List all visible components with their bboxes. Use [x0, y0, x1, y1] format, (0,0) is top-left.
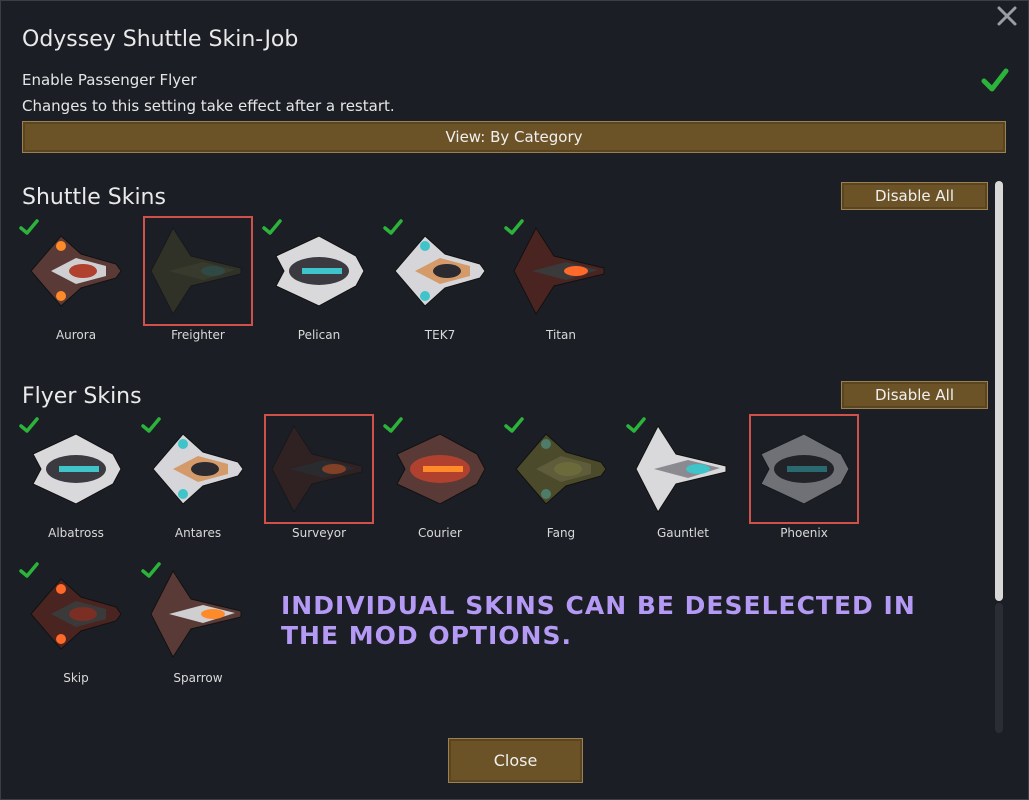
skin-frame: [264, 414, 374, 524]
courier-ship-icon: [396, 433, 486, 505]
skin-label: Sparrow: [173, 671, 223, 685]
skin-tile-skip[interactable]: Skip: [19, 559, 131, 685]
albatross-check-icon: [19, 417, 39, 433]
skin-label: Courier: [418, 526, 462, 540]
freighter-ship-icon: [150, 226, 242, 316]
fang-ship-icon: [515, 433, 607, 505]
skin-label: Surveyor: [291, 526, 347, 540]
skin-tile-surveyor[interactable]: Surveyor: [264, 414, 374, 540]
skin-tile-sparrow[interactable]: Sparrow: [141, 559, 253, 685]
tek7-ship-icon: [394, 235, 486, 307]
skin-label: TEK7: [424, 328, 456, 342]
skin-label: Antares: [174, 526, 222, 540]
shuttle-skins-heading: Shuttle Skins: [22, 185, 166, 210]
dialog-title: Odyssey Shuttle Skin-Job: [22, 27, 299, 52]
skin-label: Aurora: [55, 328, 97, 342]
skin-tile-antares[interactable]: Antares: [141, 414, 253, 540]
restart-note: Changes to this setting take effect afte…: [22, 97, 395, 115]
passenger-flyer-label: Enable Passenger Flyer: [22, 71, 197, 89]
skin-frame: [749, 414, 859, 524]
antares-check-icon: [141, 417, 161, 433]
skin-tile-titan[interactable]: Titan: [504, 216, 616, 342]
scrollbar-thumb[interactable]: [995, 181, 1003, 601]
skin-label: Titan: [546, 328, 576, 342]
flyer-disable-all-button[interactable]: Disable All: [841, 381, 988, 409]
flyer-skins-heading: Flyer Skins: [22, 384, 142, 409]
aurora-check-icon: [19, 219, 39, 235]
phoenix-ship-icon: [760, 433, 850, 505]
skin-tile-albatross[interactable]: Albatross: [19, 414, 131, 540]
close-button[interactable]: Close: [448, 738, 583, 783]
skin-tile-freighter[interactable]: Freighter: [143, 216, 253, 342]
pelican-check-icon: [262, 219, 282, 235]
skin-label: Freighter: [171, 328, 225, 342]
antares-ship-icon: [152, 433, 244, 505]
skin-label: Fang: [546, 526, 576, 540]
skin-tile-aurora[interactable]: Aurora: [19, 216, 131, 342]
passenger-flyer-checkbox[interactable]: [981, 67, 1009, 93]
skin-tile-tek7[interactable]: TEK7: [383, 216, 495, 342]
skin-tile-fang[interactable]: Fang: [504, 414, 616, 540]
skin-label: Albatross: [48, 526, 104, 540]
sparrow-ship-icon: [150, 569, 242, 659]
skin-frame: [143, 216, 253, 326]
skip-check-icon: [19, 562, 39, 578]
scrollbar[interactable]: [992, 179, 1006, 737]
fang-check-icon: [504, 417, 524, 433]
gauntlet-ship-icon: [635, 424, 727, 514]
close-icon[interactable]: [996, 5, 1018, 27]
skin-label: Pelican: [297, 328, 341, 342]
albatross-ship-icon: [32, 433, 122, 505]
overlay-caption: Individual skins can be deselected in th…: [281, 591, 916, 650]
sparrow-check-icon: [141, 562, 161, 578]
scrollbar-track[interactable]: [995, 603, 1003, 733]
courier-check-icon: [383, 417, 403, 433]
titan-ship-icon: [513, 226, 605, 316]
skin-tile-gauntlet[interactable]: Gauntlet: [626, 414, 738, 540]
skip-ship-icon: [30, 578, 122, 650]
aurora-ship-icon: [30, 235, 122, 307]
skin-tile-courier[interactable]: Courier: [383, 414, 495, 540]
titan-check-icon: [504, 219, 524, 235]
skin-label: Gauntlet: [657, 526, 709, 540]
surveyor-ship-icon: [271, 424, 363, 514]
view-by-category-button[interactable]: View: By Category: [22, 121, 1006, 153]
gauntlet-check-icon: [626, 417, 646, 433]
skin-tile-pelican[interactable]: Pelican: [262, 216, 374, 342]
skin-tile-phoenix[interactable]: Phoenix: [749, 414, 859, 540]
pelican-ship-icon: [275, 235, 365, 307]
tek7-check-icon: [383, 219, 403, 235]
shuttle-disable-all-button[interactable]: Disable All: [841, 182, 988, 210]
skin-label: Skip: [63, 671, 89, 685]
skin-label: Phoenix: [780, 526, 828, 540]
